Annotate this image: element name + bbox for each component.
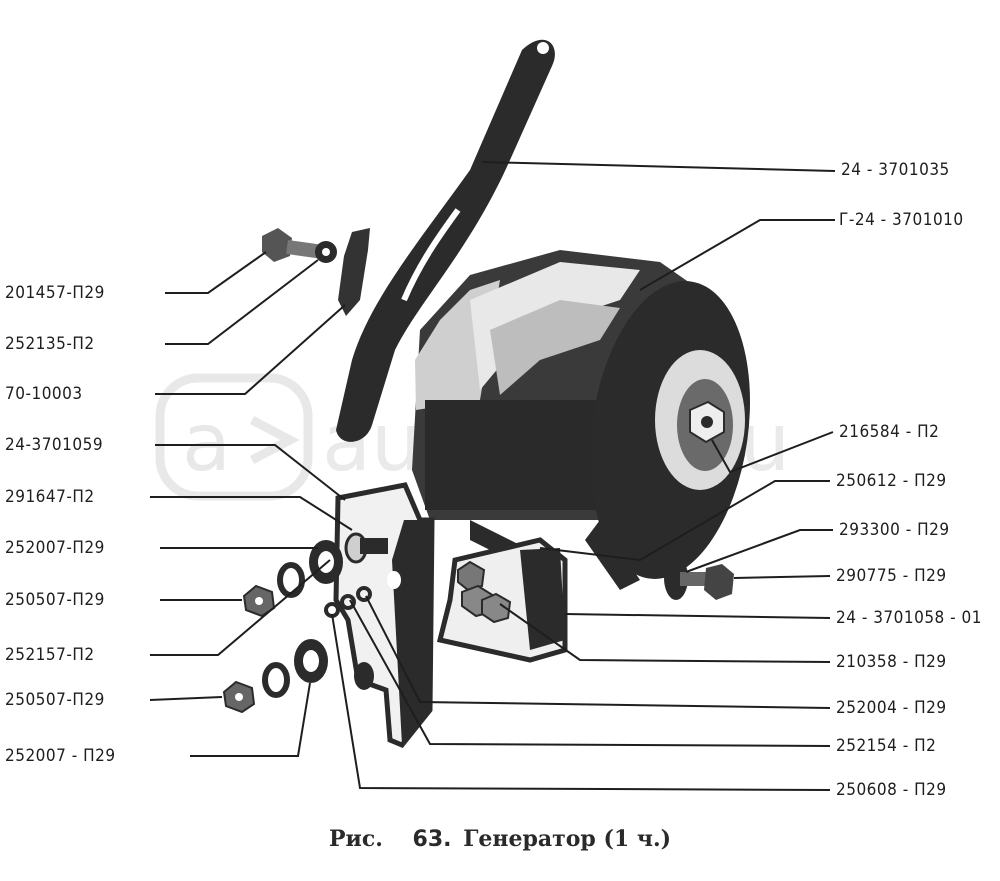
caption-prefix: Рис.	[328, 826, 383, 852]
label-spring-washer-left: 252157-П2	[5, 645, 95, 665]
label-pivot-bolt: 290775 - П29	[836, 566, 947, 586]
leader-lines	[149, 161, 836, 791]
label-nut-upper-left: 250507-П29	[5, 590, 105, 610]
pivot-bolt	[664, 556, 734, 600]
adjusting-bracket	[436, 537, 568, 663]
label-pivot-washer: 293300 - П29	[839, 520, 950, 540]
mounting-bracket	[333, 482, 435, 749]
label-adjusting-bracket: 24 - 3701058 - 01	[836, 608, 982, 628]
tension-bar	[336, 39, 555, 442]
upper-bolt-assembly	[262, 228, 370, 316]
label-washer-upper-left: 252007-П29	[5, 538, 105, 558]
svg-text:a: a	[182, 396, 231, 489]
label-spring-washer-right: 252154 - П2	[836, 736, 937, 756]
caption-title: Генератор (1 ч.)	[463, 826, 672, 852]
label-tension-bar: 24 - 3701035	[841, 160, 950, 180]
label-bracket-nut: 210358 - П29	[836, 652, 947, 672]
label-washer-lower-left: 252007 - П29	[5, 746, 116, 766]
figure-caption: Рис. 63. Генератор (1 ч.)	[0, 826, 1000, 852]
generator-body	[412, 250, 751, 590]
label-generator: Г-24 - 3701010	[839, 210, 964, 230]
label-upper-washer: 252135-П2	[5, 334, 95, 354]
label-hex-nut-right: 250608 - П29	[836, 780, 947, 800]
label-bracket-bolt: 291647-П2	[5, 487, 95, 507]
bracket-bolt	[344, 532, 388, 564]
caption-number: 63.	[412, 827, 452, 852]
left-fasteners	[222, 540, 372, 714]
label-upper-bolt: 201457-П29	[5, 283, 105, 303]
label-small-washer: 252004 - П29	[836, 698, 947, 718]
label-lock-plate: 70-10003	[5, 384, 83, 404]
label-pulley-washer: 250612 - П29	[836, 471, 947, 491]
label-pulley-nut: 216584 - П2	[839, 422, 940, 442]
label-mounting-bracket: 24-3701059	[5, 435, 104, 455]
label-nut-lower-left: 250507-П29	[5, 690, 105, 710]
